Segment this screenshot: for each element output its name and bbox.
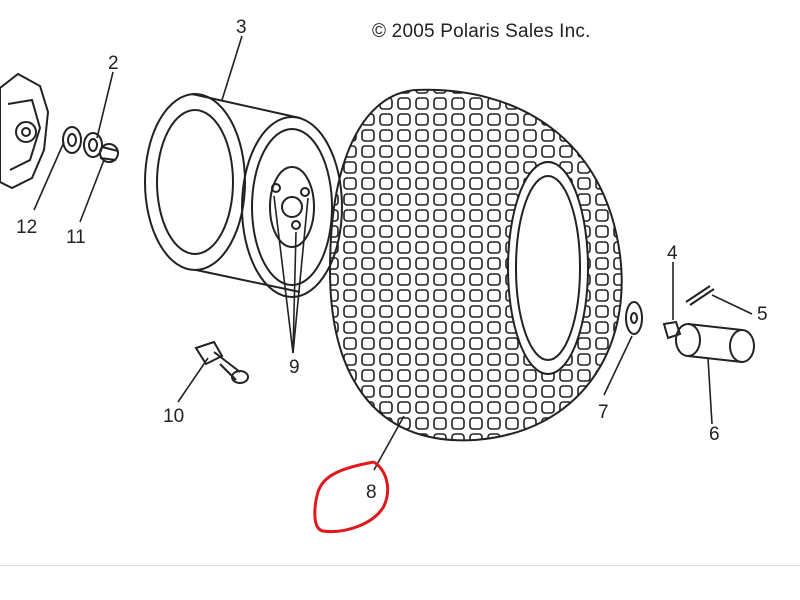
callout-11: 11 [66,227,86,248]
callout-9: 9 [289,357,300,378]
highlight-circle [313,460,390,534]
bearing-part [62,126,82,154]
callout-10: 10 [163,406,185,427]
callout-8: 8 [366,482,377,503]
rim-part [144,93,343,298]
copyright-notice: © 2005 Polaris Sales Inc. [372,21,591,42]
valve-stem-part [194,340,249,384]
nut-part [662,320,682,340]
washer-part [625,301,643,335]
footer-divider [0,565,800,566]
callout-3: 3 [236,17,247,38]
callout-5: 5 [757,304,768,325]
hub-cap-part [675,323,755,363]
hub-part [0,72,50,190]
cotter-pin-part [685,285,715,306]
spacer-part [83,132,103,158]
callout-4: 4 [667,243,678,264]
leader-lines [33,35,753,471]
callout-12: 12 [16,217,38,238]
callout-6: 6 [709,424,720,445]
tire-part [328,88,623,442]
callout-2: 2 [108,53,119,74]
callout-7: 7 [598,402,609,423]
cap-nut-part [99,143,119,163]
